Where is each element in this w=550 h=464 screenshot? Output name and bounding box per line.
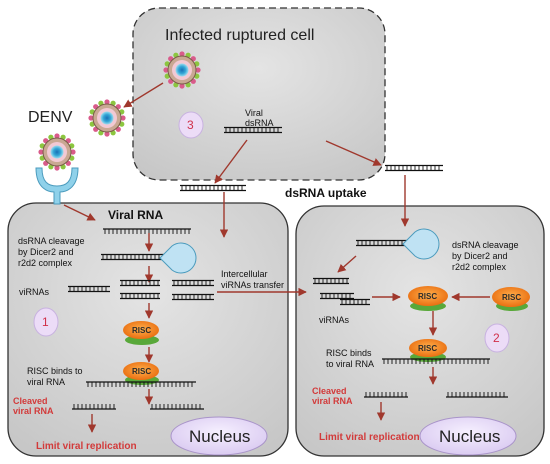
virna-fragment: [340, 298, 370, 306]
viral-rna-with-risc: [86, 381, 196, 387]
cleaved-left-1: Cleaved: [13, 396, 48, 406]
cleavage-left-2: by Dicer2 and: [18, 247, 74, 257]
svg-text:RISC: RISC: [418, 292, 437, 301]
intercellular-label-2: viRNAs transfer: [221, 280, 284, 290]
risc-complex: RISC: [492, 287, 530, 311]
nucleus-left-label: Nucleus: [189, 427, 250, 446]
cleavage-right-2: by Dicer2 and: [452, 251, 508, 261]
viral-dsrna-label-2: dsRNA: [245, 118, 274, 128]
arrow-dsrna-right: [325, 140, 382, 166]
viral-dsrna-strand: [224, 126, 282, 134]
virnas-left-label: viRNAs: [19, 287, 50, 297]
virus-icon: [38, 133, 76, 171]
viral-dsrna-label-1: Viral: [245, 108, 263, 118]
risc-binds-left-1: RISC binds to: [27, 366, 83, 376]
risc-complex: RISC: [408, 286, 448, 311]
risc-binds-right-1: RISC binds: [326, 348, 372, 358]
arrow-cleavage-right: [337, 255, 357, 273]
dicer-icon: [402, 228, 440, 260]
virna-fragment: [68, 285, 110, 293]
svg-text:RISC: RISC: [502, 293, 521, 302]
dsrna-being-cleaved-left: [101, 253, 165, 261]
arrow-release: [123, 82, 164, 108]
virna-fragment: [172, 293, 214, 301]
denv-label: DENV: [28, 109, 73, 126]
viral-rna-label: Viral RNA: [108, 208, 163, 222]
infected-cell-title: Infected ruptured cell: [165, 27, 314, 44]
viral-rna-strand: [103, 228, 191, 234]
arrow-entry: [63, 204, 96, 221]
free-dsrna-left: [180, 184, 246, 192]
nucleus-left: [170, 416, 268, 456]
virna-fragment: [320, 292, 354, 300]
dsrna-uptake-label: dsRNA uptake: [285, 186, 367, 200]
step-1-label: 1: [42, 315, 49, 329]
virna-fragment: [120, 292, 160, 300]
cleaved-right-1: Cleaved: [312, 386, 347, 396]
virus-icon: [163, 51, 201, 89]
limit-right-label: Limit viral replication: [319, 432, 420, 443]
cleaved-right-2: viral RNA: [312, 396, 353, 406]
risc-complex: RISC: [123, 321, 159, 345]
limit-left-label: Limit viral replication: [36, 441, 137, 452]
svg-text:RISC: RISC: [132, 367, 151, 376]
cleaved-rna-fragment: [150, 404, 204, 410]
virna-fragment: [172, 279, 214, 287]
viral-rna-with-risc: [382, 358, 490, 364]
virus-icon: [88, 99, 126, 137]
risc-binds-right-2: to viral RNA: [326, 359, 374, 369]
svg-text:RISC: RISC: [418, 344, 437, 353]
virna-fragment: [313, 277, 349, 285]
virnas-right-label: viRNAs: [319, 315, 350, 325]
nucleus-right-label: Nucleus: [439, 427, 500, 446]
cleaved-left-2: viral RNA: [13, 406, 54, 416]
step-2-badge: [484, 323, 510, 353]
free-dsrna-right: [385, 164, 443, 172]
dicer-icon: [159, 242, 197, 274]
cleavage-left-1: dsRNA cleavage: [18, 236, 85, 246]
arrow-dsrna-left: [214, 139, 248, 184]
intercellular-label-1: Intercellular: [221, 269, 268, 279]
step-3-label: 3: [187, 118, 194, 132]
step-1-badge: [33, 307, 59, 337]
cleavage-right-1: dsRNA cleavage: [452, 240, 519, 250]
svg-text:RISC: RISC: [132, 326, 151, 335]
step-2-label: 2: [493, 331, 500, 345]
step-3-badge: [178, 111, 204, 139]
risc-binds-left-2: viral RNA: [27, 377, 65, 387]
cleaved-rna-fragment: [72, 404, 116, 410]
nucleus-right: [419, 416, 517, 456]
virna-fragment: [120, 279, 160, 287]
right-cell: [295, 205, 545, 457]
dsrna-being-cleaved-right: [356, 239, 408, 247]
cleavage-left-3: r2d2 complex: [18, 258, 73, 268]
cleaved-rna-fragment: [364, 392, 408, 398]
cleaved-rna-fragment: [446, 392, 508, 398]
receptor-icon: [35, 167, 79, 205]
cleavage-right-3: r2d2 complex: [452, 262, 507, 272]
